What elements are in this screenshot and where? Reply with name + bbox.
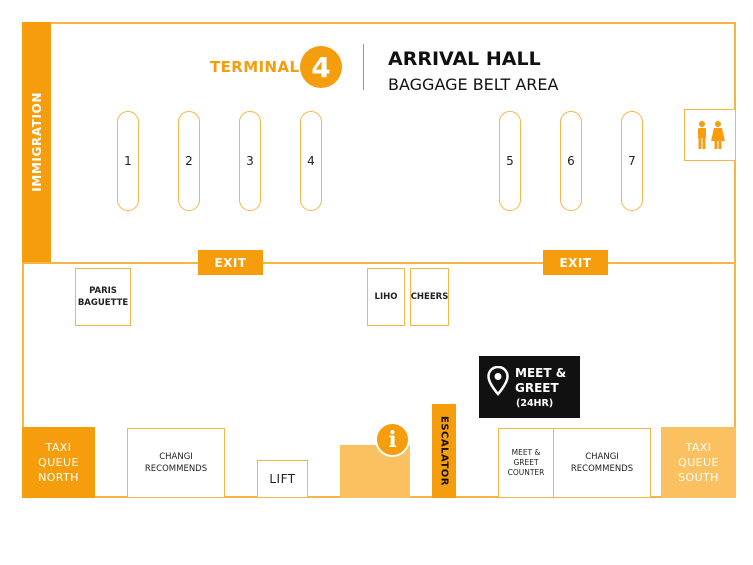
- baggage-belt-7: 7: [621, 111, 643, 211]
- taxi-queue-north: TAXI QUEUE NORTH: [22, 427, 95, 498]
- belt-number: 6: [567, 154, 575, 168]
- changi-recommends-left: CHANGI RECOMMENDS: [127, 428, 225, 498]
- exit-label: EXIT: [559, 255, 592, 270]
- wall-left: [22, 262, 24, 498]
- toilet-box: [684, 109, 736, 161]
- lift-label: LIFT: [269, 472, 296, 486]
- taxi-queue-south-label: TAXI QUEUE SOUTH: [678, 441, 719, 484]
- belt-number: 3: [246, 154, 254, 168]
- cheers-label: CHEERS: [410, 292, 449, 302]
- escalator-label: ESCALATOR: [438, 416, 450, 486]
- belt-number: 5: [506, 154, 514, 168]
- cheers-shop: CHEERS: [410, 268, 449, 326]
- terminal-number: 4: [311, 50, 331, 84]
- baggage-belt-5: 5: [499, 111, 521, 211]
- taxi-queue-north-label: TAXI QUEUE NORTH: [38, 441, 79, 484]
- page-title: ARRIVAL HALL: [388, 48, 541, 70]
- meet-greet-hours: (24HR): [516, 398, 554, 409]
- changi-recommends-right: CHANGI RECOMMENDS: [553, 428, 651, 498]
- lift: LIFT: [257, 460, 308, 498]
- changi-recommends-label: CHANGI RECOMMENDS: [144, 452, 208, 474]
- baggage-belt-4: 4: [300, 111, 322, 211]
- baggage-belt-3: 3: [239, 111, 261, 211]
- toilet-icon: [698, 121, 725, 149]
- baggage-belt-1: 1: [117, 111, 139, 211]
- information-icon: i: [388, 426, 397, 453]
- terminal-label: TERMINAL: [210, 58, 300, 76]
- exit-right: EXIT: [543, 250, 608, 275]
- immigration-label: IMMIGRATION: [29, 92, 44, 192]
- wall-divider: [22, 262, 736, 264]
- immigration-zone: IMMIGRATION: [22, 22, 51, 262]
- baggage-belt-6: 6: [560, 111, 582, 211]
- escalator: ESCALATOR: [432, 404, 456, 498]
- meet-greet-title: MEET & GREET: [515, 366, 567, 395]
- liho-shop: LIHO: [367, 268, 405, 326]
- belt-number: 4: [307, 154, 315, 168]
- taxi-queue-south: TAXI QUEUE SOUTH: [661, 427, 736, 498]
- changi-recommends-label: CHANGI RECOMMENDS: [570, 452, 634, 474]
- meet-greet-marker: MEET & GREET (24HR): [479, 356, 580, 418]
- belt-number: 1: [124, 154, 132, 168]
- exit-label: EXIT: [214, 255, 247, 270]
- paris-baguette-label: PARIS BAGUETTE: [77, 286, 129, 308]
- belt-number: 2: [185, 154, 193, 168]
- information-badge: i: [375, 422, 410, 457]
- meet-greet-counter-label: MEET & GREET COUNTER: [507, 448, 545, 477]
- wall-right-lower: [734, 262, 736, 498]
- page-subtitle: BAGGAGE BELT AREA: [388, 75, 559, 94]
- paris-baguette-shop: PARIS BAGUETTE: [75, 268, 131, 326]
- liho-label: LIHO: [374, 292, 398, 302]
- terminal-number-badge: 4: [300, 46, 342, 88]
- meet-greet-counter: MEET & GREET COUNTER: [498, 428, 554, 498]
- baggage-belt-2: 2: [178, 111, 200, 211]
- wall-top: [22, 22, 736, 24]
- exit-left: EXIT: [198, 250, 263, 275]
- header-divider: [363, 44, 364, 90]
- location-pin-icon: [487, 366, 509, 396]
- belt-number: 7: [628, 154, 636, 168]
